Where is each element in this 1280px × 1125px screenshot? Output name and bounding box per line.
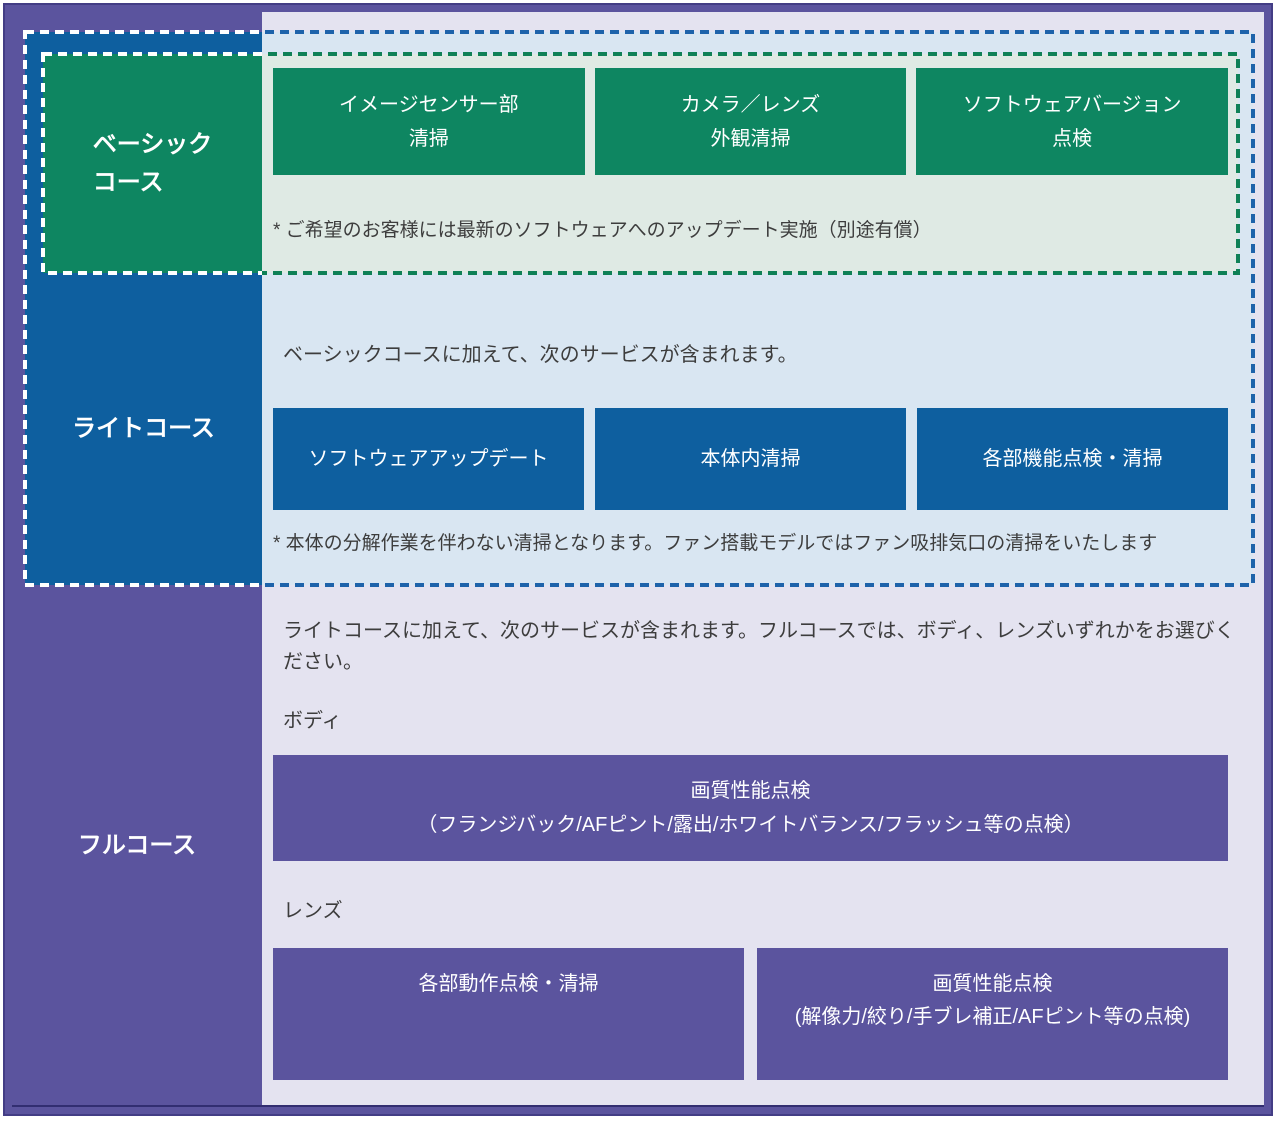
light-course-intro: ベーシックコースに加えて、次のサービスが含まれます。	[283, 344, 798, 366]
service-box-lens-operation-check: 各部動作点検・清掃	[273, 948, 744, 1080]
light-course-note: * 本体の分解作業を伴わない清掃となります。ファン搭載モデルではファン吸排気口の…	[273, 533, 1158, 554]
lens-heading: レンズ	[283, 900, 343, 922]
service-box-image-sensor-cleaning: イメージセンサー部 清掃	[273, 68, 585, 175]
service-box-exterior-cleaning: カメラ／レンズ 外観清掃	[594, 68, 907, 175]
basic-service-row: イメージセンサー部 清掃 カメラ／レンズ 外観清掃 ソフトウェアバージョン 点検	[273, 68, 1228, 175]
service-box-software-update: ソフトウェアアップデート	[273, 408, 584, 510]
diagram-frame: ベーシック コース ライトコース フルコース イメージセンサー部 清掃 カメラ／…	[3, 3, 1273, 1116]
full-course-label: フルコース	[77, 832, 197, 859]
service-box-body-interior-cleaning: 本体内清掃	[595, 408, 906, 510]
service-box-software-version-check: ソフトウェアバージョン 点検	[916, 68, 1228, 175]
service-box-function-check-cleaning: 各部機能点検・清掃	[917, 408, 1228, 510]
diagram-canvas: ベーシック コース ライトコース フルコース イメージセンサー部 清掃 カメラ／…	[12, 12, 1264, 1107]
lens-service-row: 各部動作点検・清掃 画質性能点検 (解像力/絞り/手ブレ補正/AFピント等の点検…	[273, 948, 1228, 1080]
basic-course-note: * ご希望のお客様には最新のソフトウェアへのアップデート実施（別途有償）	[273, 220, 932, 241]
basic-course-label: ベーシック コース	[92, 130, 213, 196]
service-box-lens-image-quality-check: 画質性能点検 (解像力/絞り/手ブレ補正/AFピント等の点検)	[757, 948, 1228, 1080]
full-course-intro: ライトコースに加えて、次のサービスが含まれます。フルコースでは、ボディ、レンズい…	[283, 620, 1235, 673]
light-course-label: ライトコース	[72, 415, 215, 442]
body-heading: ボディ	[283, 710, 342, 732]
service-box-body-image-quality-check: 画質性能点検 （フランジバック/AFピント/露出/ホワイトバランス/フラッシュ等…	[273, 755, 1228, 861]
light-service-row: ソフトウェアアップデート 本体内清掃 各部機能点検・清掃	[273, 408, 1228, 510]
bottom-divider-line	[12, 1105, 1264, 1107]
